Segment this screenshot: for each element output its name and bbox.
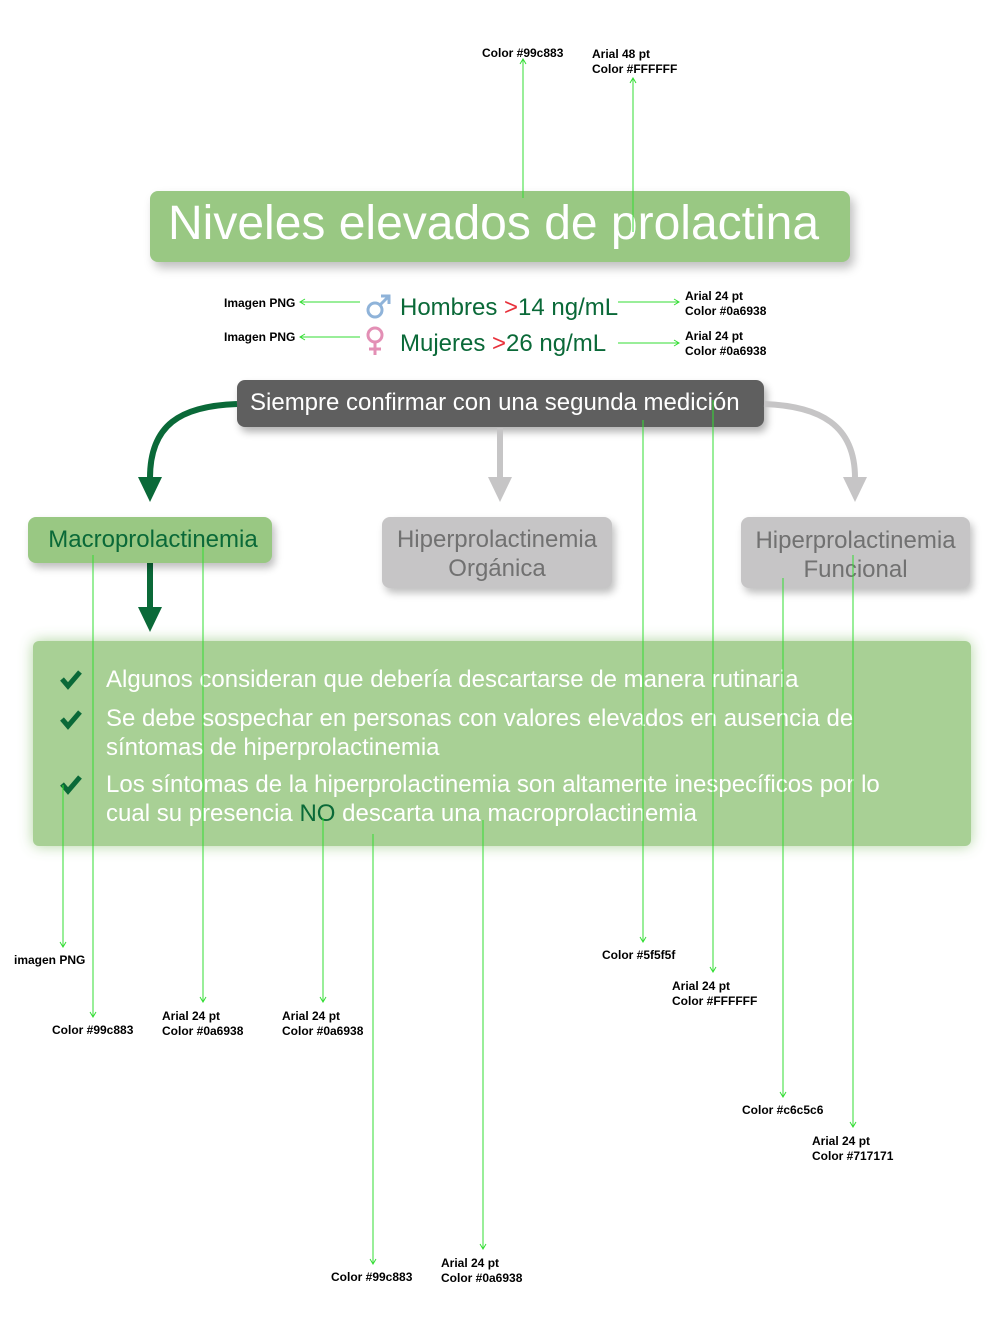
organica-line1: Hiperprolactinemia xyxy=(396,526,598,553)
note-confirm-font-line2: Color #FFFFFF xyxy=(672,994,758,1008)
title-box xyxy=(150,191,850,262)
arrow-head-bullets xyxy=(138,607,162,632)
note-macro-font-line1: Arial 24 pt xyxy=(162,1009,221,1023)
note-box-font-line2: Color #0a6938 xyxy=(441,1271,523,1285)
funcional-line2: Funcional xyxy=(803,556,908,583)
note-title-color: Color #99c883 xyxy=(482,46,564,60)
note-box-font-line1: Arial 24 pt xyxy=(441,1256,500,1270)
arrow-to-macro xyxy=(147,401,238,479)
bullet-2-line2: síntomas de hiperprolactinemia xyxy=(106,734,440,761)
female-symbol-icon xyxy=(366,326,384,355)
note-men-icon: Imagen PNG xyxy=(224,296,296,310)
women-gt: > xyxy=(492,330,507,357)
men-label: Hombres xyxy=(400,294,505,321)
bullet-1: Algunos consideran que debería descartar… xyxy=(106,666,799,693)
check-icon xyxy=(60,710,82,730)
note-gray-font-line2: Color #717171 xyxy=(812,1149,894,1163)
bullet-3: Los síntomas de la hiperprolactinemia so… xyxy=(106,770,880,828)
note-check-icon: imagen PNG xyxy=(14,953,86,967)
organica-pill xyxy=(382,517,612,588)
note-women-icon: Imagen PNG xyxy=(224,330,296,344)
bullet-2-line1: Se debe sospechar en personas con valore… xyxy=(106,705,854,732)
confirm-box xyxy=(237,380,764,427)
organica-line2: Orgánica xyxy=(448,555,546,582)
women-level: Mujeres >26 ng/mL xyxy=(400,330,606,358)
bullets-box xyxy=(33,641,971,846)
check-icon xyxy=(60,670,82,690)
check-icon xyxy=(60,775,82,795)
funcional-line1: Hiperprolactinemia xyxy=(755,527,956,554)
men-gt: > xyxy=(504,294,519,321)
note-no-font-line1: Arial 24 pt xyxy=(282,1009,341,1023)
funcional-pill xyxy=(741,517,970,588)
confirm-text: Siempre confirmar con una segunda medici… xyxy=(250,389,740,416)
note-gray-font-line1: Arial 24 pt xyxy=(812,1134,871,1148)
women-value: 26 ng/mL xyxy=(506,330,607,357)
bullet-2: Se debe sospechar en personas con valore… xyxy=(106,704,853,762)
arrow-head-macro xyxy=(138,477,162,502)
bullet-3-pre: cual su presencia xyxy=(106,800,300,827)
macro-pill xyxy=(28,517,272,563)
arrow-head-funcional xyxy=(843,477,867,502)
bullet-3-post: descarta una macroprolactinemia xyxy=(335,800,697,827)
note-no-font-line2: Color #0a6938 xyxy=(282,1024,364,1038)
note-confirm-font-line1: Arial 24 pt xyxy=(672,979,731,993)
note-men-font-line1: Arial 24 pt xyxy=(685,289,744,303)
page-title: Niveles elevados de prolactina xyxy=(168,197,820,250)
note-women-font-line1: Arial 24 pt xyxy=(685,329,744,343)
women-label: Mujeres xyxy=(400,330,493,357)
men-value: 14 ng/mL xyxy=(518,294,619,321)
men-level: Hombres >14 ng/mL xyxy=(400,294,618,322)
note-box-color: Color #99c883 xyxy=(331,1270,413,1284)
note-men-font-line2: Color #0a6938 xyxy=(685,304,767,318)
note-women-font-line2: Color #0a6938 xyxy=(685,344,767,358)
bullet-3-line2: cual su presencia NO descarta una macrop… xyxy=(106,799,880,828)
note-title-font-line1: Arial 48 pt xyxy=(592,47,651,61)
note-macro-font-line2: Color #0a6938 xyxy=(162,1024,244,1038)
note-confirm-color: Color #5f5f5f xyxy=(602,948,676,962)
note-title-font-line2: Color #FFFFFF xyxy=(592,62,678,76)
note-macro-color: Color #99c883 xyxy=(52,1023,134,1037)
arrow-head-organica xyxy=(488,477,512,502)
macro-label: Macroprolactinemia xyxy=(48,526,258,553)
note-gray-color: Color #c6c5c6 xyxy=(742,1103,824,1117)
bullet-3-line1: Los síntomas de la hiperprolactinemia so… xyxy=(106,771,880,798)
arrow-to-funcional xyxy=(763,401,858,479)
male-symbol-icon xyxy=(366,294,391,319)
bullet-3-no: NO xyxy=(299,800,336,827)
